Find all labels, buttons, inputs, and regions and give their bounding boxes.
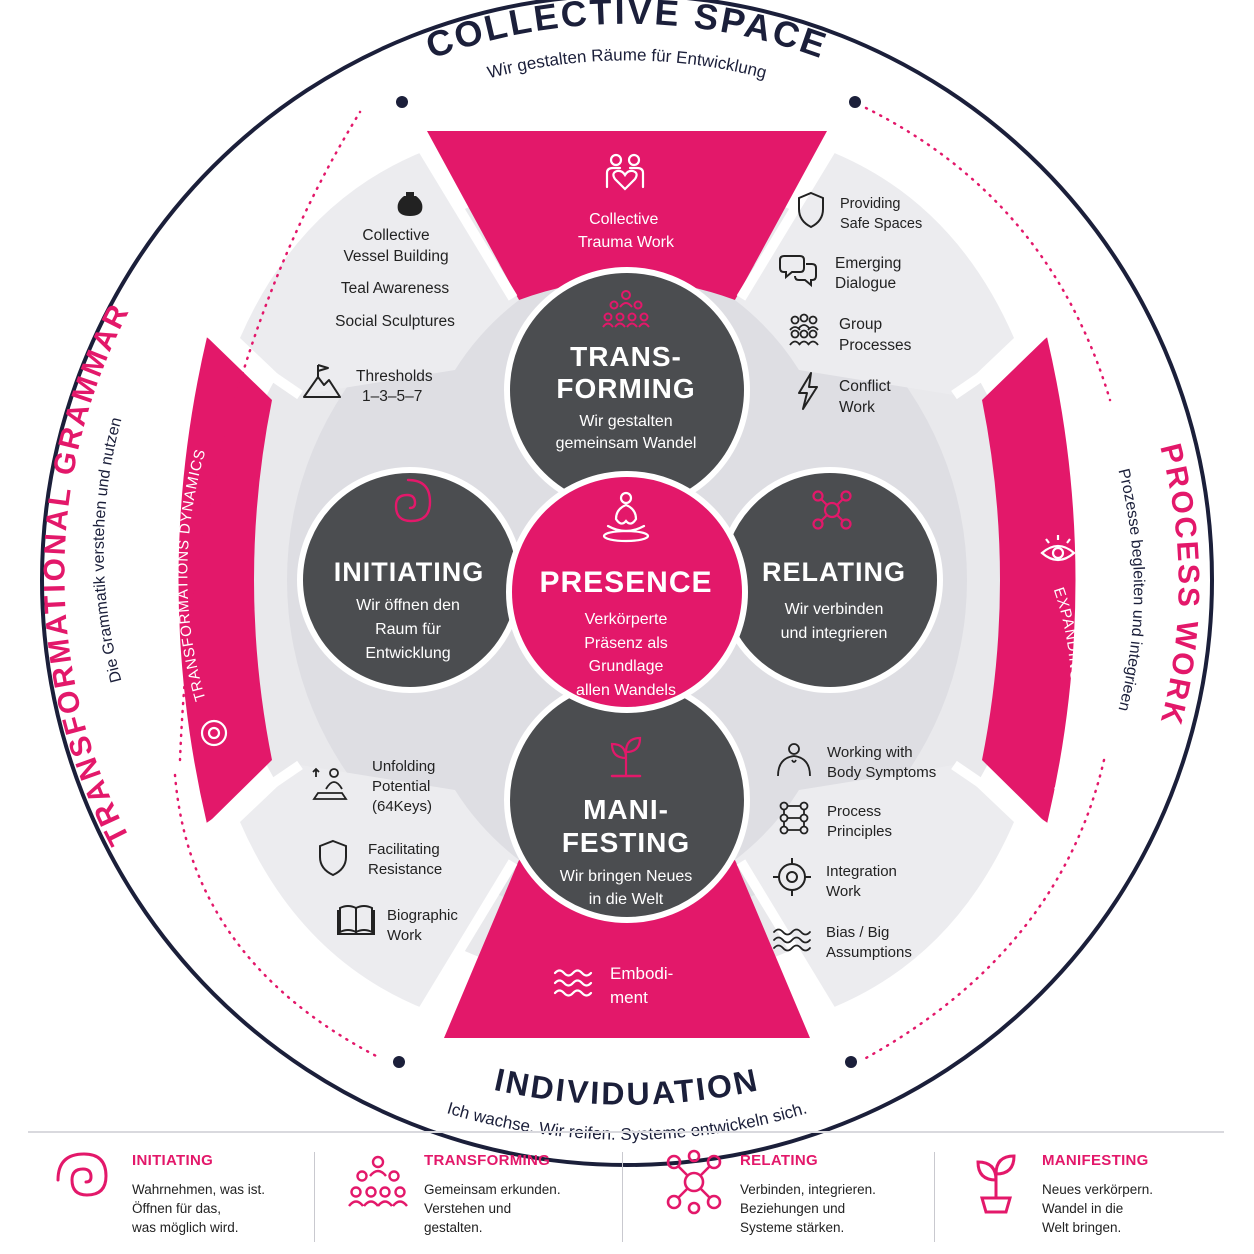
relating-title: RELATING [762, 557, 906, 587]
transforming-title: TRANS-FORMING [556, 341, 695, 404]
legend: INITIATING Wahrnehmen, was ist. Öffnen f… [28, 1128, 1224, 1248]
bottom-sector-text: Embodi- ment [610, 964, 678, 1007]
sprout-icon [610, 736, 642, 778]
legend-desc: Neues verkörpern. Wandel in die Welt bri… [1042, 1182, 1154, 1235]
top-left-item-2: Teal Awareness [341, 280, 450, 297]
sprout-icon [976, 1154, 1016, 1214]
legend-divider [28, 1131, 1224, 1133]
panel-top-right [735, 150, 1014, 395]
legend-item-relating: RELATING Verbinden, integrieren. Beziehu… [658, 1146, 938, 1246]
network-icon [779, 801, 809, 835]
vessel-icon [397, 192, 423, 216]
potential-icon [312, 767, 348, 800]
shield-icon [798, 191, 824, 229]
target-icon [773, 858, 811, 896]
legend-title: RELATING [740, 1152, 818, 1169]
connector-dots [393, 96, 861, 1068]
legend-title: INITIATING [132, 1152, 214, 1169]
band-left [178, 337, 272, 824]
waves-icon [773, 928, 811, 952]
lightning-icon [798, 372, 818, 410]
wedge-bottom [444, 860, 810, 1038]
panel-bottom-left [240, 765, 519, 1010]
people-icon [602, 290, 650, 328]
legend-item-initiating: INITIATING Wahrnehmen, was ist. Öffnen f… [50, 1146, 320, 1246]
shield-icon [319, 839, 347, 877]
eye-icon [1040, 535, 1076, 562]
heart-hands-icon [605, 153, 645, 191]
top-sector-text: Collective Trauma Work [578, 211, 675, 251]
legend-title: MANIFESTING [1042, 1152, 1149, 1169]
dotted-arcs [173, 106, 1112, 1060]
manifesting-title: MANI-FESTING [562, 794, 690, 858]
connect-icon [666, 1149, 722, 1215]
connect-icon [812, 490, 852, 530]
target-icon [200, 719, 228, 747]
legend-item-transforming: TRANSFORMING Gemeinsam erkunden. Versteh… [342, 1146, 622, 1246]
top-left-item-3: Social Sculptures [335, 313, 455, 330]
legend-separator [622, 1152, 623, 1242]
legend-item-manifesting: MANIFESTING Neues verkörpern. Wandel in … [960, 1146, 1220, 1246]
spiral-icon [394, 478, 432, 523]
legend-title: TRANSFORMING [424, 1152, 551, 1169]
presence-title: PRESENCE [539, 566, 712, 599]
initiating-title: INITIATING [334, 557, 484, 587]
spiral-icon [56, 1152, 108, 1197]
legend-desc: Verbinden, integrieren. Beziehungen und … [740, 1182, 876, 1235]
book-icon [337, 905, 375, 935]
wedge-top [427, 131, 827, 300]
panel-top-left [240, 150, 519, 395]
legend-separator [934, 1152, 935, 1242]
body-icon [777, 743, 811, 777]
group-icon [789, 313, 819, 346]
band-right [982, 337, 1076, 824]
legend-separator [314, 1152, 315, 1242]
mountain-flag-icon [303, 364, 341, 398]
people-icon [348, 1155, 408, 1207]
meditation-icon [602, 491, 650, 543]
waves-icon [553, 969, 593, 997]
legend-desc: Wahrnehmen, was ist. Öffnen für das, was… [132, 1182, 266, 1235]
circle-presence [506, 471, 748, 713]
legend-desc: Gemeinsam erkunden. Verstehen und gestal… [424, 1182, 561, 1235]
chat-bubbles-icon [779, 255, 817, 288]
